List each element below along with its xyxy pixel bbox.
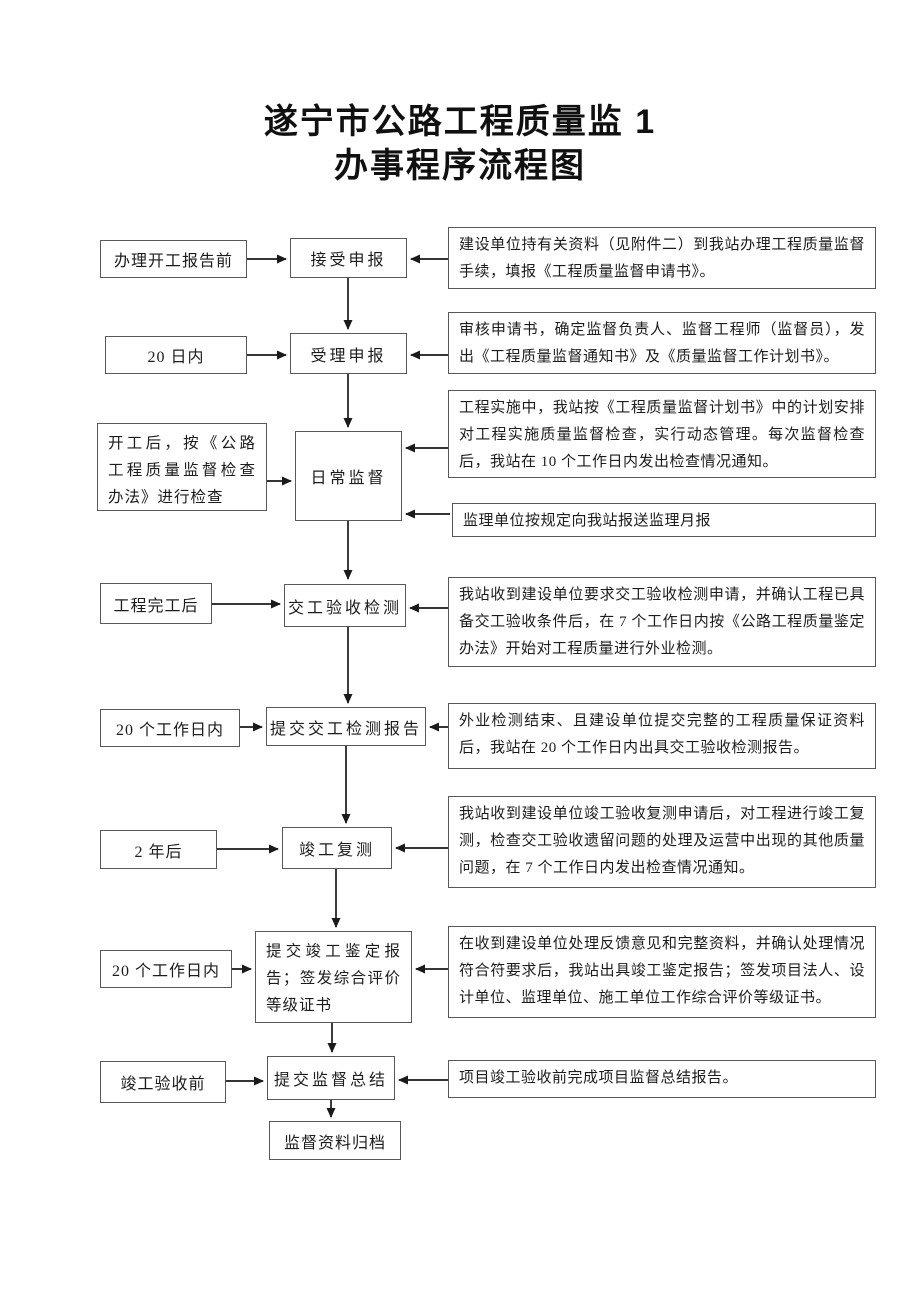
timing-box-20-days: 20 日内 bbox=[105, 336, 247, 374]
timing-box-2-years-later: 2 年后 bbox=[100, 830, 217, 869]
timing-box-20-workdays-a: 20 个工作日内 bbox=[100, 709, 240, 747]
note-box-process-application: 审核申请书，确定监督负责人、监督工程师（监督员），发出《工程质量监督通知书》及《… bbox=[448, 312, 876, 374]
stage-box-accept-application: 接受申报 bbox=[290, 238, 407, 278]
timing-box-after-start: 开工后，按《公路工程质量监督检查办法》进行检查 bbox=[97, 423, 267, 511]
note-box-submit-handover-report: 外业检测结束、且建设单位提交完整的工程质量保证资料后，我站在 20 个工作日内出… bbox=[448, 703, 876, 769]
page-title: 遂宁市公路工程质量监 1 办事程序流程图 bbox=[0, 100, 920, 188]
page-title-line1: 遂宁市公路工程质量监 1 bbox=[263, 103, 657, 141]
note-box-daily-supervision: 工程实施中，我站按《工程质量监督计划书》中的计划安排对工程实施质量监督检查，实行… bbox=[448, 390, 876, 478]
note-box-completion-retest: 我站收到建设单位竣工验收复测申请后，对工程进行竣工复测，检查交工验收遗留问题的处… bbox=[448, 796, 876, 888]
stage-box-process-application: 受理申报 bbox=[290, 333, 407, 374]
timing-box-20-workdays-b: 20 个工作日内 bbox=[100, 950, 232, 988]
stage-box-daily-supervision: 日常监督 bbox=[295, 431, 402, 521]
timing-box-after-completion: 工程完工后 bbox=[100, 583, 212, 624]
page-title-line2: 办事程序流程图 bbox=[334, 147, 586, 185]
stage-box-submit-handover-report: 提交交工检测报告 bbox=[266, 707, 426, 746]
note-box-monthly-report: 监理单位按规定向我站报送监理月报 bbox=[452, 503, 876, 537]
stage-box-handover-inspection: 交工验收检测 bbox=[284, 584, 406, 627]
note-box-submit-appraisal-report: 在收到建设单位处理反馈意见和完整资料，并确认处理情况符合符要求后，我站出具竣工鉴… bbox=[448, 926, 876, 1018]
stage-box-completion-retest: 竣工复测 bbox=[282, 827, 392, 869]
stage-box-submit-supervision-summary: 提交监督总结 bbox=[267, 1056, 395, 1100]
timing-box-before-final-acceptance: 竣工验收前 bbox=[100, 1061, 226, 1103]
stage-box-archive-records: 监督资料归档 bbox=[269, 1121, 401, 1160]
note-box-handover-inspection: 我站收到建设单位要求交工验收检测申请，并确认工程已具备交工验收条件后，在 7 个… bbox=[448, 577, 876, 667]
timing-box-before-start-report: 办理开工报告前 bbox=[100, 240, 247, 278]
note-box-accept-application: 建设单位持有关资料（见附件二）到我站办理工程质量监督手续，填报《工程质量监督申请… bbox=[448, 227, 876, 289]
note-box-submit-supervision-summary: 项目竣工验收前完成项目监督总结报告。 bbox=[448, 1060, 876, 1098]
stage-box-submit-appraisal-report: 提交竣工鉴定报告；签发综合评价等级证书 bbox=[255, 931, 412, 1023]
